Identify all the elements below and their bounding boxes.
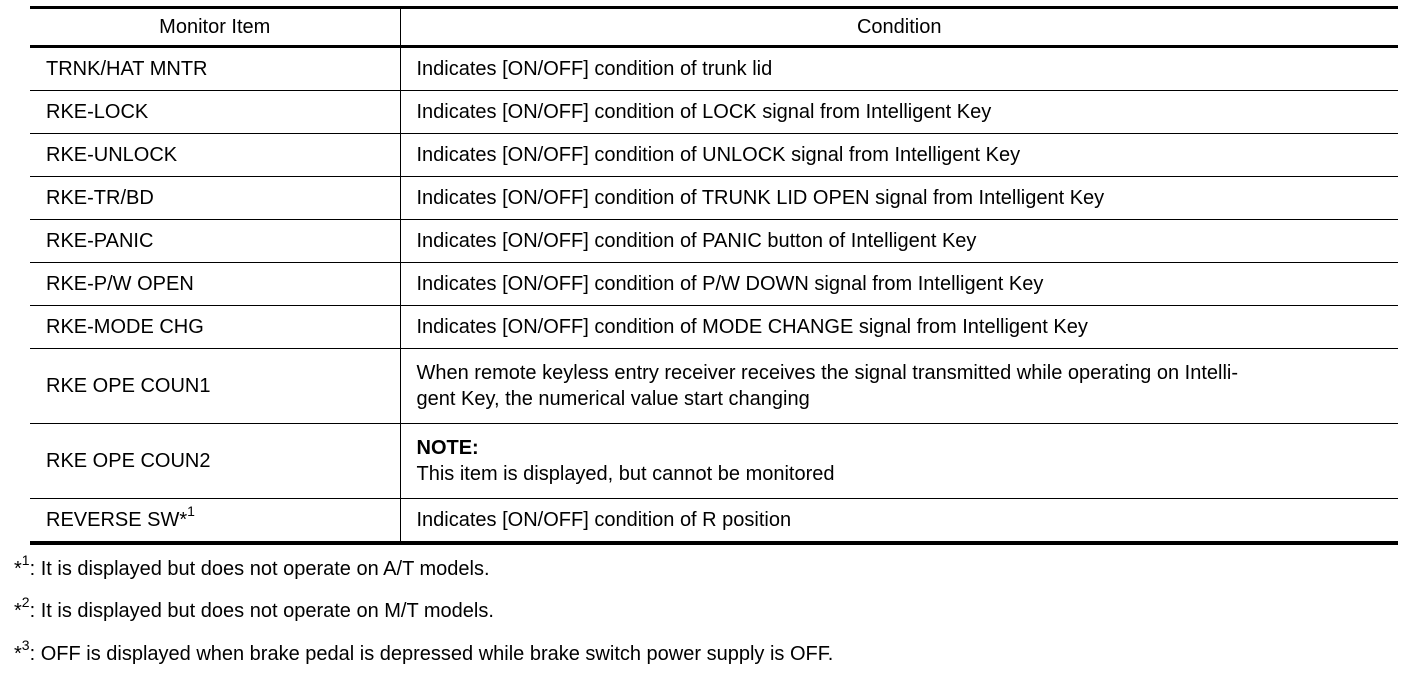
monitor-item-cell: TRNK/HAT MNTR [30, 46, 401, 91]
condition-cell: NOTE: This item is displayed, but cannot… [400, 423, 1398, 499]
condition-cell: Indicates [ON/OFF] condition of trunk li… [416, 58, 773, 80]
table-row: RKE-MODE CHG Indicates [ON/OFF] conditio… [30, 305, 1398, 349]
footnote-mark: * [14, 643, 22, 665]
footnote-mark: * [14, 558, 22, 580]
monitor-item-cell: RKE OPE COUN2 [30, 423, 401, 499]
table-row: RKE-P/W OPEN Indicates [ON/OFF] conditio… [30, 262, 1398, 306]
monitor-item-cell: RKE-P/W OPEN [30, 262, 401, 306]
monitor-table-container: Monitor Item Condition TRNK/HAT MNTR Ind… [30, 6, 1398, 545]
condition-line: When remote keyless entry receiver recei… [416, 362, 1238, 384]
footnote-mark: * [14, 600, 22, 622]
table-row: RKE-LOCK Indicates [ON/OFF] condition of… [30, 90, 1398, 134]
condition-cell: Indicates [ON/OFF] condition of TRUNK LI… [400, 176, 1398, 220]
table-row: RKE-UNLOCK Indicates [ON/OFF] condition … [30, 133, 1398, 177]
footnote-3: *3: OFF is displayed when brake pedal is… [14, 638, 834, 667]
condition-cell: Indicates [ON/OFF] condition of UNLOCK s… [400, 133, 1398, 177]
condition-cell: Indicates [ON/OFF] condition of LOCK sig… [400, 90, 1398, 134]
table-row: RKE-TR/BD Indicates [ON/OFF] condition o… [30, 176, 1398, 220]
monitor-item-text: REVERSE SW* [46, 509, 188, 531]
monitor-item-cell: RKE-UNLOCK [30, 133, 401, 177]
monitor-item-cell: RKE-LOCK [30, 90, 401, 134]
monitor-item-cell: RKE-PANIC [30, 219, 401, 263]
footnote-reference: 1 [187, 503, 195, 520]
note-text: This item is displayed, but cannot be mo… [416, 463, 835, 485]
footnote-2: *2: It is displayed but does not operate… [14, 595, 494, 624]
table-row: RKE OPE COUN2 NOTE: This item is display… [30, 423, 1398, 499]
header-monitor-item: Monitor Item [30, 7, 401, 47]
footnote-number: 2 [21, 594, 30, 611]
table-row: RKE-PANIC Indicates [ON/OFF] condition o… [30, 219, 1398, 263]
table-row: TRNK/HAT MNTR Indicates [ON/OFF] conditi… [30, 46, 1398, 91]
condition-cell: Indicates [ON/OFF] condition of P/W DOWN… [400, 262, 1398, 306]
condition-cell: Indicates [ON/OFF] condition of R positi… [400, 498, 1398, 543]
monitor-item-cell: REVERSE SW*1 [30, 498, 401, 543]
monitor-item-cell: RKE-TR/BD [30, 176, 401, 220]
footnote-text: : It is displayed but does not operate o… [29, 558, 490, 580]
footnote-number: 3 [21, 637, 30, 654]
footnote-1: *1: It is displayed but does not operate… [14, 553, 490, 582]
condition-line: gent Key, the numerical value start chan… [416, 388, 810, 410]
condition-cell: Indicates [ON/OFF] condition of PANIC bu… [400, 219, 1398, 263]
header-condition: Condition [856, 16, 942, 38]
footnote-text: : It is displayed but does not operate o… [29, 600, 494, 622]
condition-cell: When remote keyless entry receiver recei… [400, 348, 1398, 424]
monitor-item-cell: RKE-MODE CHG [30, 305, 401, 349]
monitor-item-table: Monitor Item Condition TRNK/HAT MNTR Ind… [30, 6, 1398, 545]
table-row: REVERSE SW*1 Indicates [ON/OFF] conditio… [30, 498, 1398, 543]
footnote-text: : OFF is displayed when brake pedal is d… [29, 643, 834, 665]
note-label: NOTE: [416, 437, 479, 459]
table-header-row: Monitor Item Condition [30, 7, 1398, 47]
condition-cell: Indicates [ON/OFF] condition of MODE CHA… [400, 305, 1398, 349]
monitor-item-cell: RKE OPE COUN1 [30, 348, 401, 424]
table-row: RKE OPE COUN1 When remote keyless entry … [30, 348, 1398, 424]
footnote-number: 1 [21, 552, 30, 569]
